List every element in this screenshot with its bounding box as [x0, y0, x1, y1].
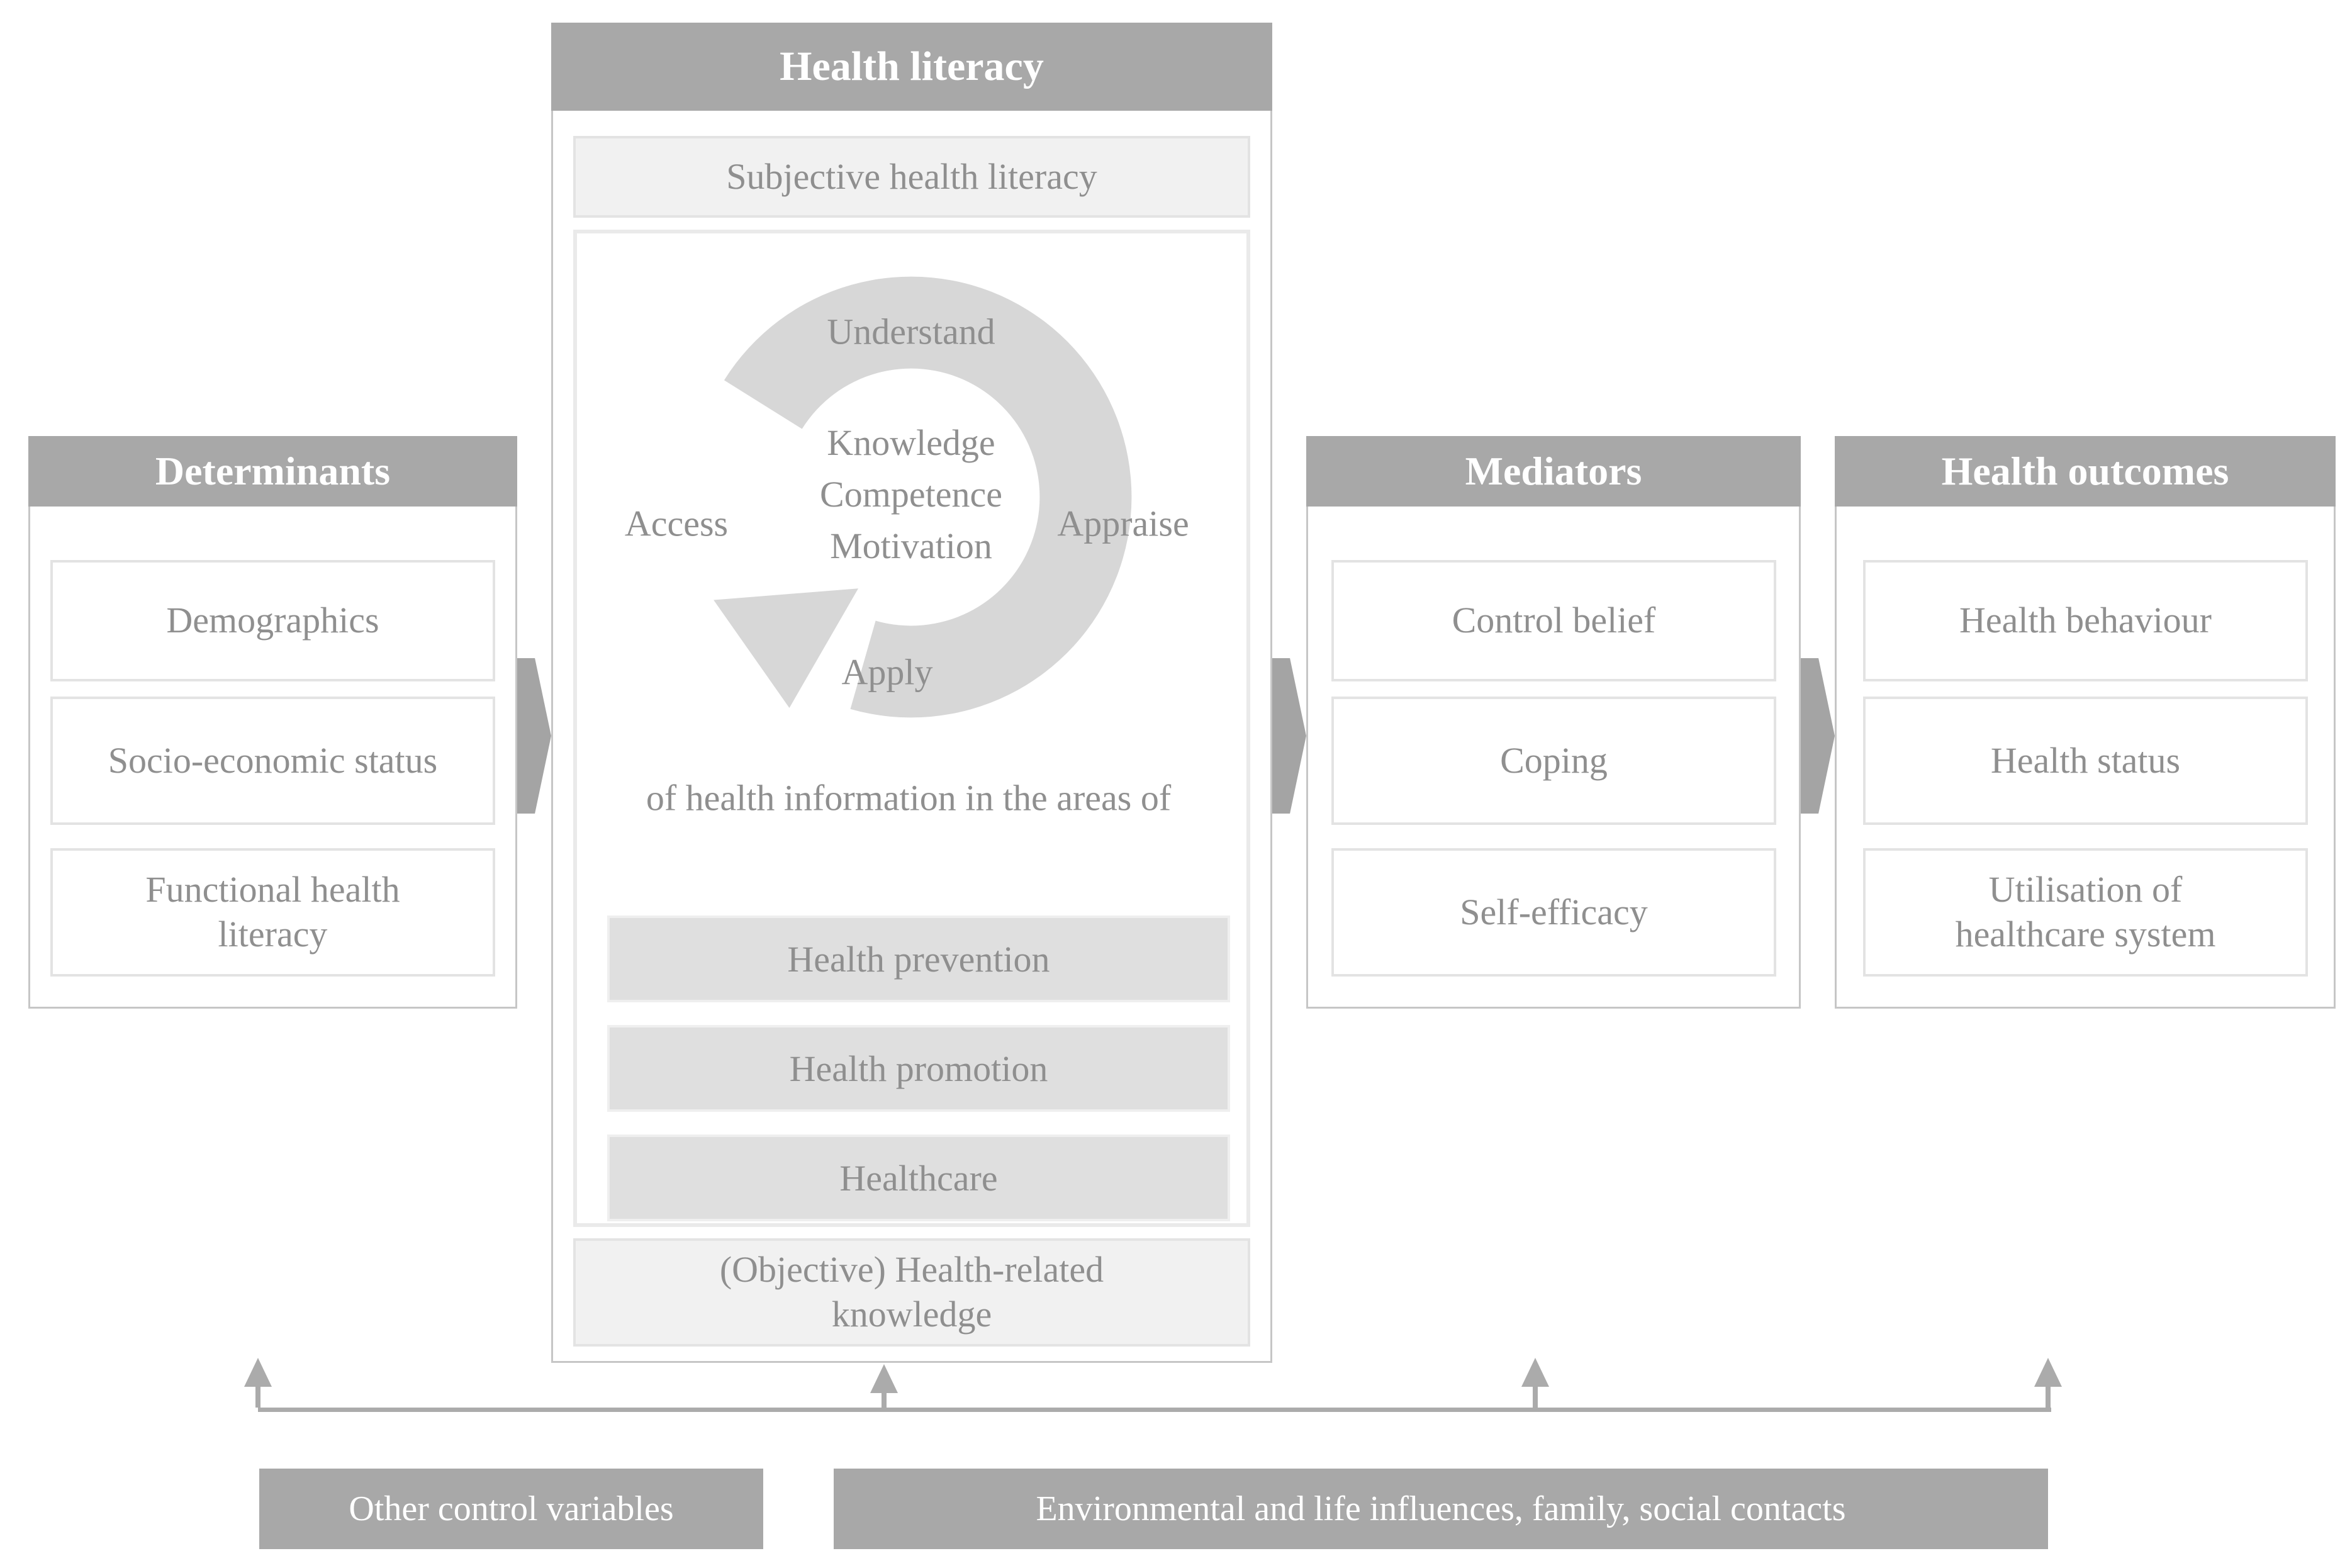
cycle-core-text: Knowledge Competence Motivation	[820, 417, 1002, 572]
environment-influences-box: Environmental and life influences, famil…	[834, 1469, 2048, 1549]
outcomes-item-label: Health status	[1990, 739, 2181, 781]
cycle-arrow-icon	[714, 276, 1132, 718]
column-mediators: Mediators Control belief Coping Self-eff…	[1306, 436, 1801, 1009]
outcomes-item-label: Utilisation of healthcare system	[1955, 869, 2216, 955]
area-box-health-prevention: Health prevention	[607, 916, 1230, 1002]
outcomes-item-health-behaviour: Health behaviour	[1863, 560, 2308, 681]
cycle-label-appraise: Appraise	[1057, 503, 1189, 544]
health-literacy-header: Health literacy	[551, 23, 1272, 111]
mediators-item-label: Control belief	[1452, 600, 1656, 641]
cycle-core-line: Motivation	[830, 525, 992, 566]
cycle-label-access: Access	[624, 503, 729, 544]
feedback-arrow-health-literacy-icon	[870, 1364, 898, 1408]
health-outcomes-header: Health outcomes	[1835, 436, 2336, 507]
subjective-health-literacy-label: Subjective health literacy	[726, 155, 1097, 197]
determinants-item-label: Demographics	[166, 600, 379, 641]
column-determinants: Determinants Demographics Socio-economic…	[28, 436, 517, 1009]
other-control-variables-box: Other control variables	[259, 1469, 763, 1549]
column-health-outcomes: Health outcomes Health behaviour Health …	[1835, 436, 2336, 1009]
determinants-header: Determinants	[28, 436, 517, 507]
feedback-arrow-determinants-icon	[244, 1358, 272, 1408]
feedback-line	[258, 1408, 2051, 1412]
mediators-item-self-efficacy: Self-efficacy	[1331, 848, 1776, 977]
mediators-item-coping: Coping	[1331, 697, 1776, 825]
area-box-health-promotion: Health promotion	[607, 1025, 1230, 1112]
mediators-item-label: Coping	[1500, 739, 1608, 781]
cycle-label-apply: Apply	[841, 651, 933, 693]
objective-knowledge-label: (Objective) Health-related knowledge	[719, 1249, 1104, 1335]
environment-influences-label: Environmental and life influences, famil…	[1036, 1489, 1846, 1528]
feedback-arrow-mediators-icon	[1521, 1358, 1550, 1408]
area-box-label: Health promotion	[789, 1048, 1048, 1089]
flow-arrow-health-literacy-to-mediators-icon	[1272, 658, 1306, 814]
determinants-item-label: Functional health literacy	[145, 869, 400, 955]
objective-knowledge-box: (Objective) Health-related knowledge	[573, 1238, 1250, 1347]
outcomes-item-utilisation: Utilisation of healthcare system	[1863, 848, 2308, 977]
area-box-label: Health prevention	[787, 938, 1050, 980]
area-box-label: Healthcare	[839, 1157, 998, 1199]
outcomes-item-label: Health behaviour	[1959, 600, 2212, 641]
health-information-caption: of health information in the areas of	[646, 777, 1172, 819]
column-health-literacy: Health literacy Subjective health litera…	[551, 23, 1272, 1363]
cycle-label-understand: Understand	[827, 311, 995, 352]
subjective-health-literacy-box: Subjective health literacy	[573, 136, 1250, 218]
flow-arrow-determinants-to-health-literacy-icon	[517, 658, 551, 814]
determinants-item-socioeconomic: Socio-economic status	[50, 697, 495, 825]
mediators-item-label: Self-efficacy	[1460, 891, 1648, 932]
cycle-core-line: Knowledge	[827, 422, 995, 463]
outcomes-item-health-status: Health status	[1863, 697, 2308, 825]
cycle-core-line: Competence	[820, 474, 1002, 515]
determinants-item-label: Socio-economic status	[108, 739, 438, 781]
area-box-healthcare: Healthcare	[607, 1134, 1230, 1221]
determinants-item-functional-literacy: Functional health literacy	[50, 848, 495, 977]
mediators-item-control-belief: Control belief	[1331, 560, 1776, 681]
determinants-item-demographics: Demographics	[50, 560, 495, 681]
flow-arrow-mediators-to-outcomes-icon	[1801, 658, 1835, 814]
feedback-arrow-outcomes-icon	[2034, 1358, 2063, 1408]
mediators-header: Mediators	[1306, 436, 1801, 507]
other-control-variables-label: Other control variables	[349, 1489, 674, 1528]
